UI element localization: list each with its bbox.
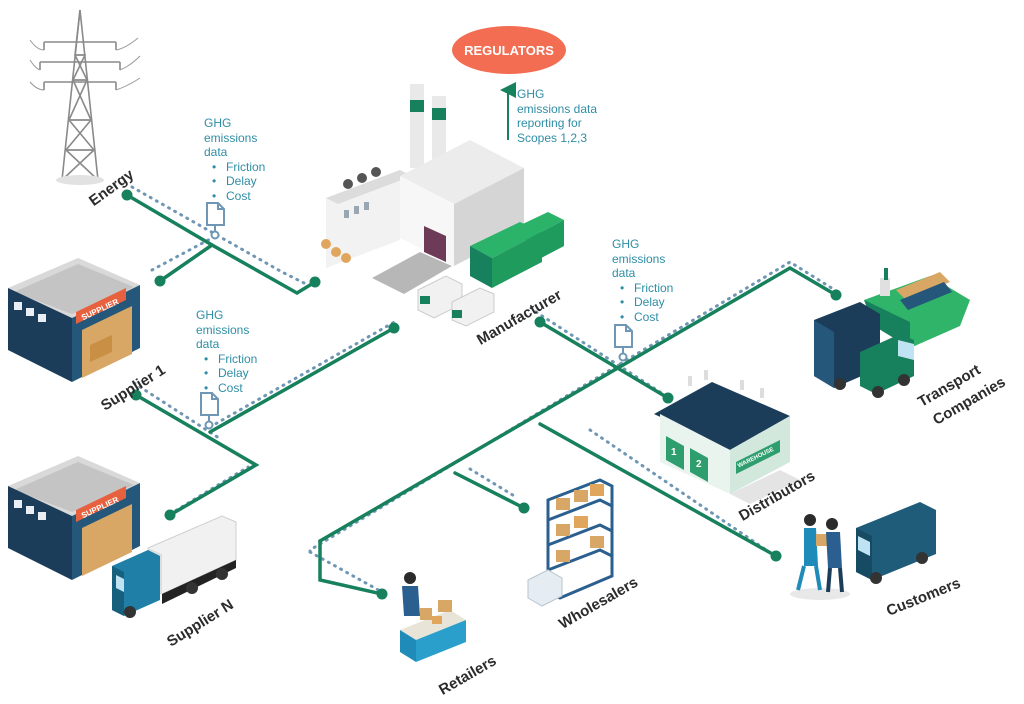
ghg-note-item: Friction: [212, 160, 265, 175]
reporting-note-line: emissions data: [517, 101, 598, 116]
ghg-note-title-line: GHG: [612, 237, 640, 251]
ghg-note-title-line: emissions: [204, 130, 258, 145]
wholesale-shelves-icon: [527, 478, 614, 607]
reporting-note-line: GHG: [517, 87, 545, 101]
ghg-note-title-line: GHG: [204, 116, 232, 130]
document-tag-icon: [206, 202, 225, 240]
retail-counter-icon: [400, 572, 466, 662]
customer-delivery-icon: [790, 502, 936, 600]
ghg-note-item: Cost: [620, 310, 673, 325]
regulators-label: REGULATORS: [464, 42, 554, 58]
document-tag-icon: [614, 324, 633, 362]
factory-icon: [321, 84, 564, 327]
regulators-reporting-note: GHG emissions data reporting for Scopes …: [517, 87, 627, 145]
network-lines: [121, 185, 842, 600]
ghg-note-title-line: data: [612, 266, 636, 280]
reporting-note-line: Scopes 1,2,3: [517, 130, 588, 145]
ghg-note-item: Cost: [212, 189, 265, 204]
power-pylon-icon: [29, 9, 141, 185]
regulators-node: REGULATORS: [452, 26, 566, 74]
distribution-warehouse-icon: [654, 370, 800, 504]
ghg-note-item: Delay: [212, 174, 265, 189]
ghg-note-item: Delay: [620, 295, 673, 310]
ghg-note-suppliers: GHG emissions data Friction Delay Cost: [196, 308, 257, 395]
ghg-note-item: Cost: [204, 381, 257, 396]
supplier1-warehouse-icon: [8, 258, 140, 382]
reporting-note-line: reporting for: [517, 116, 582, 130]
ghg-note-title-line: GHG: [196, 308, 224, 322]
ghg-note-title-line: emissions: [612, 251, 666, 266]
freight-truck-icon: [814, 302, 914, 398]
delivery-truck-icon: [112, 515, 237, 618]
ghg-note-title-line: emissions: [196, 322, 250, 337]
ghg-note-item: Delay: [204, 366, 257, 381]
dock-1-label: 1: [671, 447, 677, 458]
ghg-note-distribution: GHG emissions data Friction Delay Cost: [612, 237, 673, 324]
ghg-note-energy: GHG emissions data Friction Delay Cost: [204, 116, 265, 203]
ghg-note-item: Friction: [204, 352, 257, 367]
dock-2-label: 2: [696, 459, 702, 470]
ghg-note-title-line: data: [196, 337, 220, 351]
ghg-note-item: Friction: [620, 281, 673, 296]
supplierN-warehouse-icon: [8, 456, 140, 580]
ghg-note-title-line: data: [204, 145, 228, 159]
